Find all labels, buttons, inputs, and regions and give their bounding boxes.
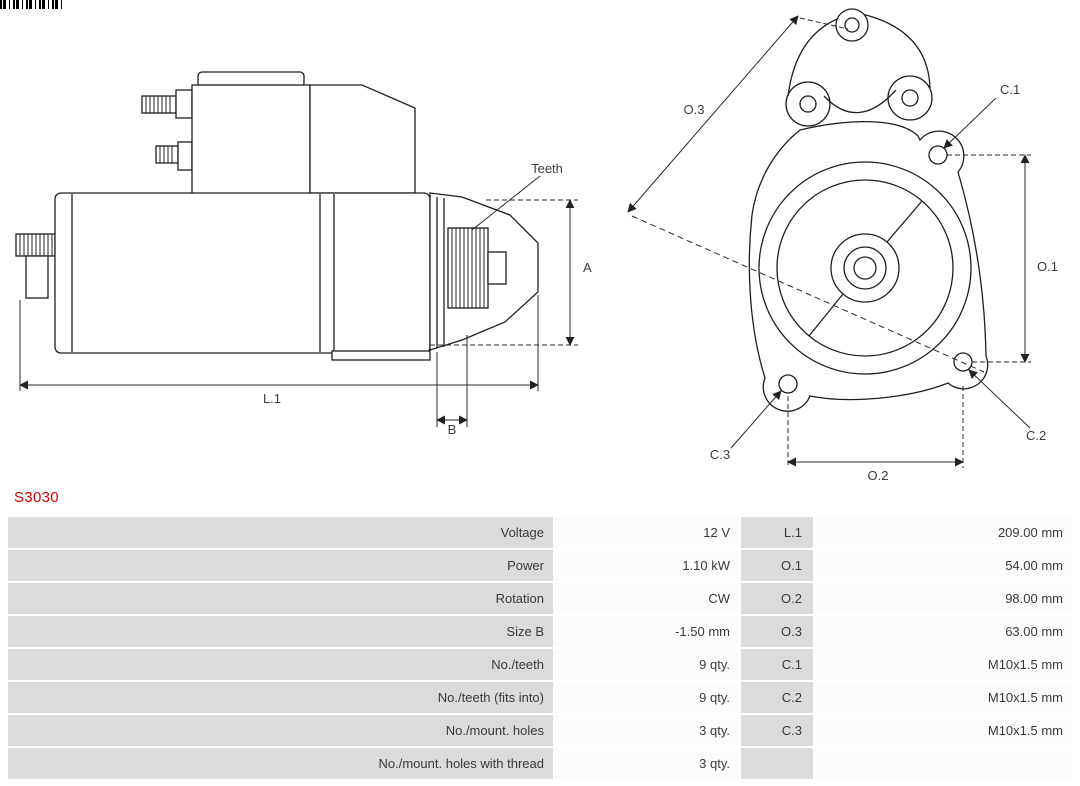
dim-value: M10x1.5 mm bbox=[815, 682, 1072, 713]
table-row: No./teeth 9 qty. C.1 M10x1.5 mm bbox=[8, 649, 1072, 680]
spec-label: Power bbox=[8, 550, 553, 581]
spec-value: 9 qty. bbox=[555, 682, 739, 713]
dim-label-c2: C.2 bbox=[1026, 428, 1046, 443]
spec-value: -1.50 mm bbox=[555, 616, 739, 647]
table-row: No./mount. holes with thread 3 qty. bbox=[8, 748, 1072, 779]
dim-label: O.3 bbox=[741, 616, 813, 647]
dim-value bbox=[815, 748, 1072, 779]
dim-label: C.2 bbox=[741, 682, 813, 713]
dim-label-a: A bbox=[583, 260, 592, 275]
spec-value: 3 qty. bbox=[555, 748, 739, 779]
dim-label-l1: L.1 bbox=[263, 391, 281, 406]
spec-value: CW bbox=[555, 583, 739, 614]
spec-table: Voltage 12 V L.1 209.00 mm Power 1.10 kW… bbox=[8, 517, 1072, 781]
dim-label-o2: O.2 bbox=[868, 468, 889, 483]
technical-drawing: Teeth A L.1 B bbox=[15, 8, 1058, 483]
spec-label: No./mount. holes with thread bbox=[8, 748, 553, 779]
barcode bbox=[0, 0, 62, 9]
spec-label: Rotation bbox=[8, 583, 553, 614]
table-row: Power 1.10 kW O.1 54.00 mm bbox=[8, 550, 1072, 581]
side-view-dimensions bbox=[19, 175, 578, 427]
dim-label: L.1 bbox=[741, 517, 813, 548]
part-number: S3030 bbox=[14, 489, 59, 506]
dim-label-o1: O.1 bbox=[1037, 259, 1058, 274]
table-row: Rotation CW O.2 98.00 mm bbox=[8, 583, 1072, 614]
spec-label: Size B bbox=[8, 616, 553, 647]
table-row: Size B -1.50 mm O.3 63.00 mm bbox=[8, 616, 1072, 647]
dim-value: M10x1.5 mm bbox=[815, 649, 1072, 680]
spec-value: 3 qty. bbox=[555, 715, 739, 746]
table-row: No./mount. holes 3 qty. C.3 M10x1.5 mm bbox=[8, 715, 1072, 746]
dim-label-c3: C.3 bbox=[710, 447, 730, 462]
starter-front-view bbox=[748, 8, 989, 412]
dim-value: M10x1.5 mm bbox=[815, 715, 1072, 746]
spec-label: No./teeth bbox=[8, 649, 553, 680]
spec-label: Voltage bbox=[8, 517, 553, 548]
front-view-dimensions bbox=[627, 15, 1031, 468]
dim-value: 63.00 mm bbox=[815, 616, 1072, 647]
starter-side-view bbox=[15, 71, 539, 361]
table-row: No./teeth (fits into) 9 qty. C.2 M10x1.5… bbox=[8, 682, 1072, 713]
dim-label: O.1 bbox=[741, 550, 813, 581]
dim-value: 54.00 mm bbox=[815, 550, 1072, 581]
spec-value: 12 V bbox=[555, 517, 739, 548]
dim-value: 209.00 mm bbox=[815, 517, 1072, 548]
teeth-label: Teeth bbox=[531, 161, 563, 176]
dim-label: C.3 bbox=[741, 715, 813, 746]
table-row: Voltage 12 V L.1 209.00 mm bbox=[8, 517, 1072, 548]
dim-label: O.2 bbox=[741, 583, 813, 614]
dim-label-c1: C.1 bbox=[1000, 82, 1020, 97]
spec-label: No./mount. holes bbox=[8, 715, 553, 746]
dim-value: 98.00 mm bbox=[815, 583, 1072, 614]
dim-label bbox=[741, 748, 813, 779]
spec-label: No./teeth (fits into) bbox=[8, 682, 553, 713]
spec-value: 9 qty. bbox=[555, 649, 739, 680]
dim-label-b: B bbox=[448, 422, 457, 437]
spec-value: 1.10 kW bbox=[555, 550, 739, 581]
dim-label-o3: O.3 bbox=[684, 102, 705, 117]
dim-label: C.1 bbox=[741, 649, 813, 680]
